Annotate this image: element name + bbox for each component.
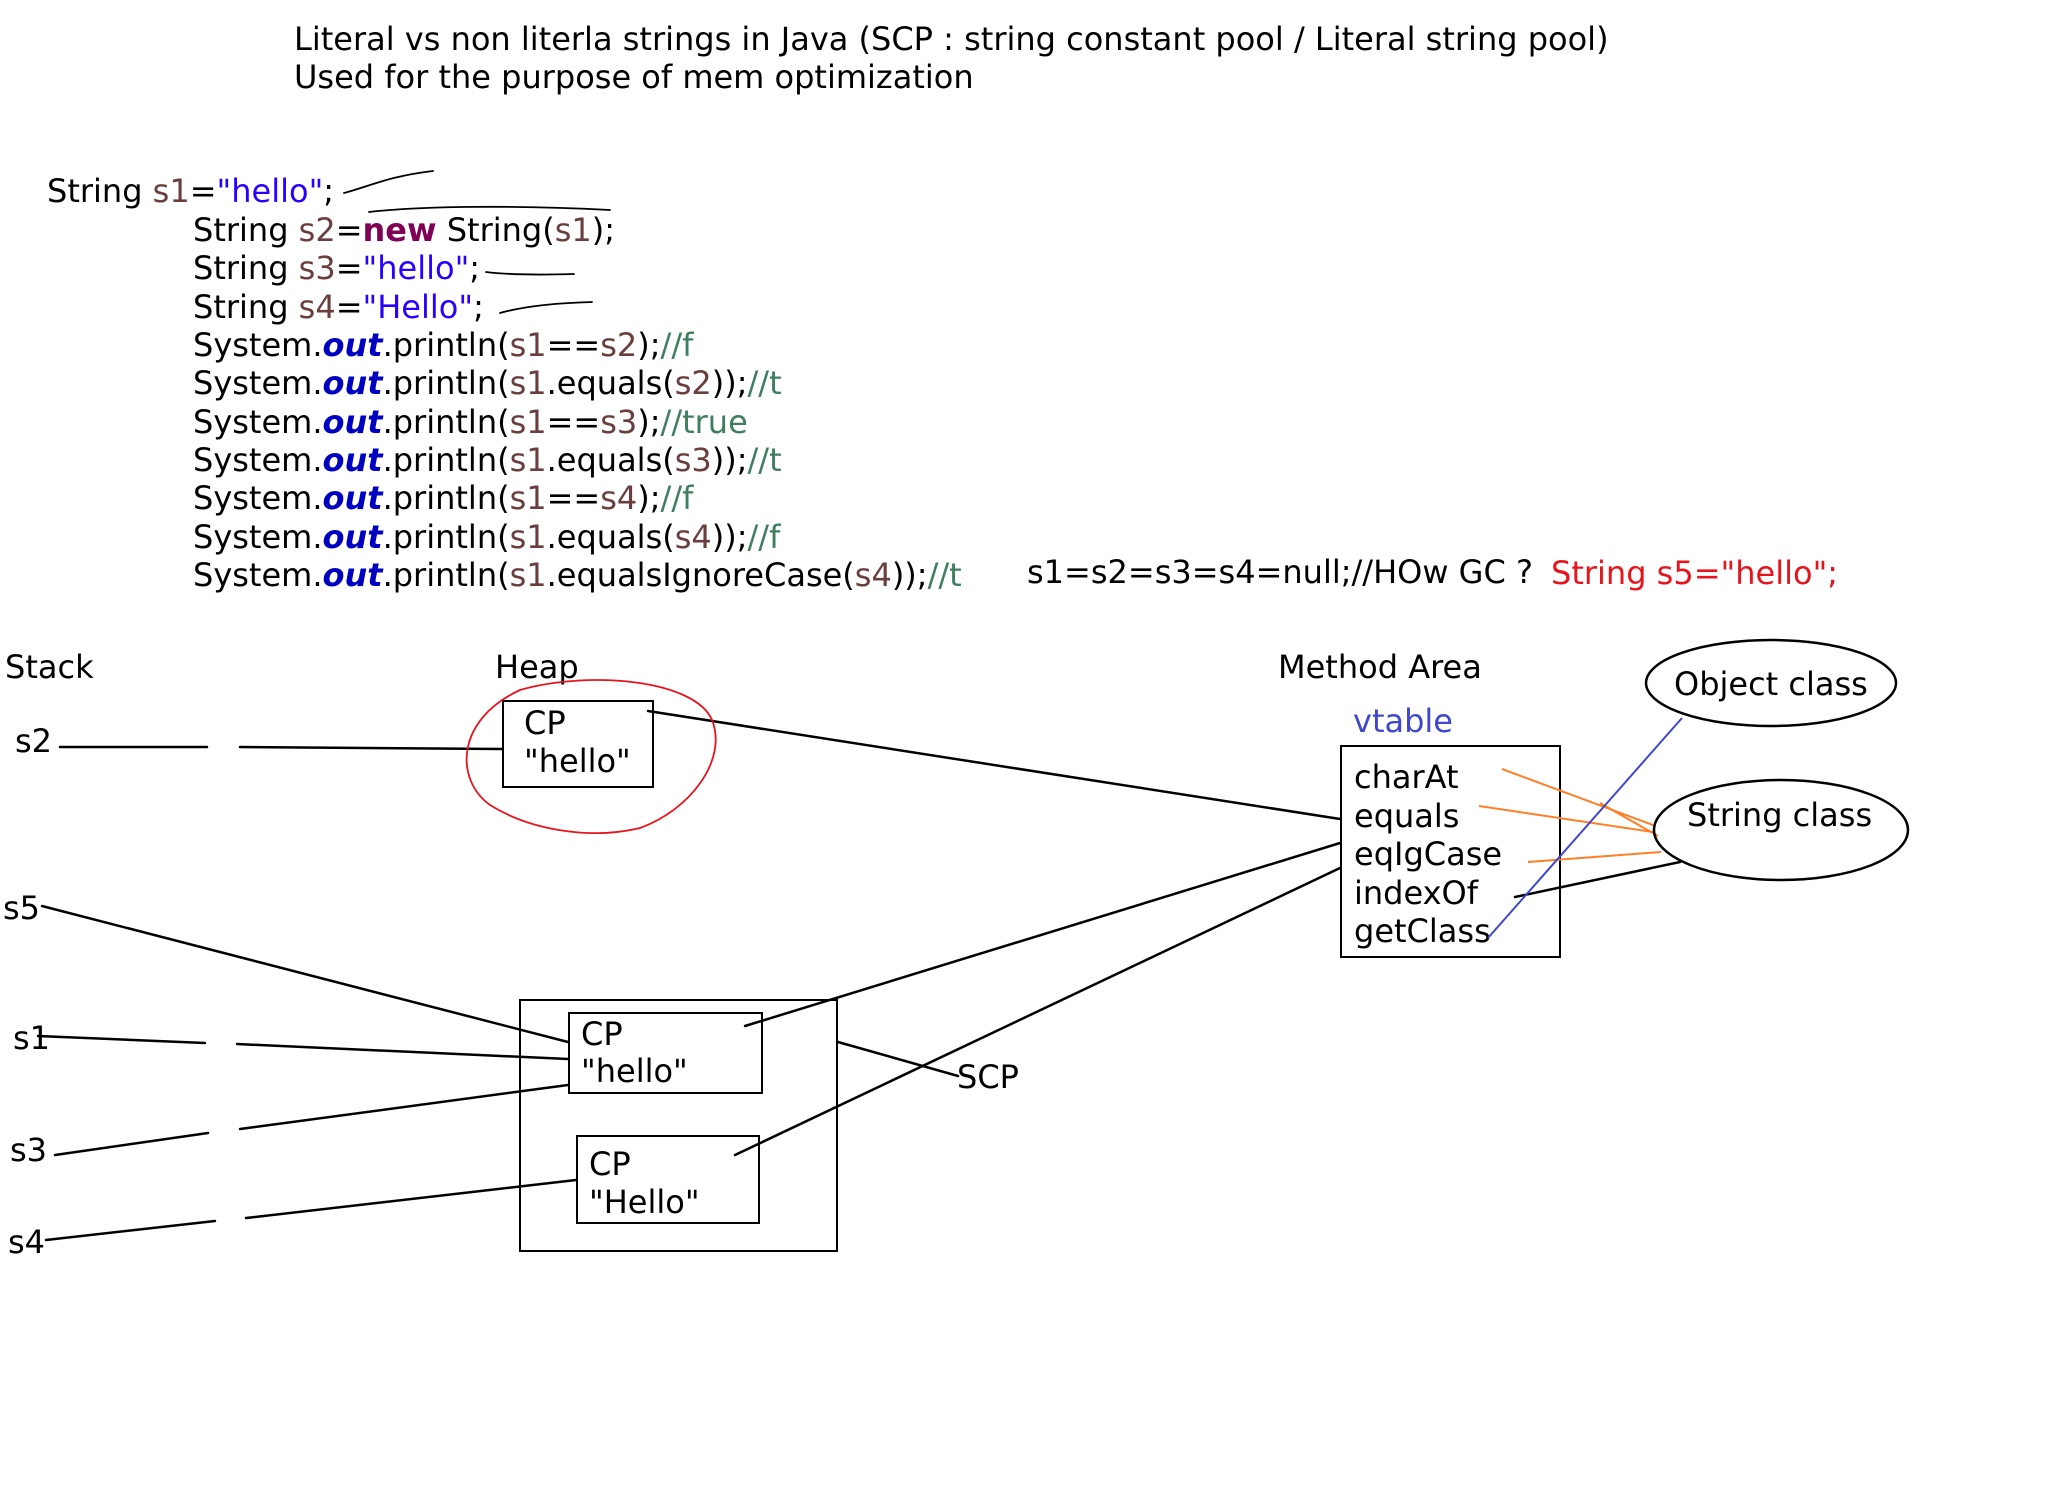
code-line-s3: String s3="hello"; [193, 249, 481, 287]
ref-s3-b [238, 1083, 570, 1131]
ref-s4-b [244, 1178, 578, 1220]
stack-var-s2: s2 [15, 722, 53, 760]
code-println-4: System.out.println(s1.equals(s3));//t [193, 441, 782, 479]
vtable-item-equals: equals [1354, 796, 1460, 835]
link-scp-Hello-vtable [733, 866, 1342, 1157]
code-line-s2: String s2=new String(s1); [193, 211, 616, 249]
link-scp-hello-vtable [743, 841, 1342, 1028]
scp-pointer [836, 1040, 960, 1078]
object-class-label: Object class [1674, 665, 1868, 703]
code-println-5: System.out.println(s1==s4);//f [193, 479, 694, 517]
orange-link-equals [1478, 805, 1654, 833]
orange-link-eqIgCase [1527, 851, 1662, 863]
scp-hello-object [568, 1012, 763, 1094]
heap-object-circle [465, 679, 717, 834]
link-indexOf-stringclass [1513, 860, 1682, 899]
orange-link-equals-2 [1599, 802, 1659, 837]
vtable-item-getClass: getClass [1354, 912, 1491, 950]
ref-s3-a [53, 1131, 210, 1157]
s5-note: String s5="hello"; [1551, 554, 1839, 592]
code-println-1: System.out.println(s1==s2);//f [193, 326, 694, 364]
code-println-3: System.out.println(s1==s3);//true [193, 403, 748, 441]
squiggle-s3 [485, 271, 575, 276]
ref-s1-b [235, 1042, 570, 1061]
scp-pool-box [519, 999, 838, 1252]
squiggle-s2 [368, 205, 611, 213]
heap-hello-line2: "hello" [524, 742, 631, 780]
heap-hello-line1: CP [524, 704, 566, 742]
ref-s2-b [238, 745, 504, 751]
scp-Hello-line2: "Hello" [589, 1183, 700, 1221]
heap-hello-object [502, 700, 654, 788]
code-println-7: System.out.println(s1.equalsIgnoreCase(s… [193, 556, 962, 594]
stack-label: Stack [5, 648, 94, 686]
scp-label: SCP [957, 1058, 1019, 1096]
code-line-s1: String s1="hello"; [47, 172, 335, 210]
stack-var-s5: s5 [3, 889, 41, 927]
squiggle-s1 [343, 170, 434, 194]
stack-var-s4: s4 [8, 1223, 46, 1261]
title-line-2: Used for the purpose of mem optimization [294, 58, 974, 96]
vtable-item-indexOf: indexOf [1354, 873, 1478, 912]
ref-s4-a [44, 1219, 217, 1242]
ref-s5 [40, 904, 570, 1044]
scp-Hello-line1: CP [589, 1145, 631, 1183]
vtable-item-eqIgCase: eqIgCase [1354, 835, 1503, 873]
code-println-2: System.out.println(s1.equals(s2));//t [193, 364, 782, 402]
method-area-label: Method Area [1278, 648, 1482, 686]
vtable-item-charAt: charAt [1354, 758, 1459, 796]
vtable-label: vtable [1353, 702, 1453, 740]
heap-label: Heap [495, 648, 579, 686]
ref-s1-a [36, 1034, 207, 1045]
string-class-ellipse [1652, 778, 1910, 882]
string-class-label: String class [1687, 796, 1873, 834]
vtable-box [1340, 745, 1561, 958]
code-println-6: System.out.println(s1.equals(s4));//f [193, 518, 781, 556]
title-line-1: Literal vs non literla strings in Java (… [294, 20, 1609, 58]
blue-link-getClass-object [1487, 717, 1683, 939]
stack-var-s1: s1 [13, 1019, 51, 1057]
scp-hello-line1: CP [581, 1015, 623, 1053]
gc-note: s1=s2=s3=s4=null;//HOw GC ? [1027, 553, 1533, 591]
vtable-method-list: charAt equals eqIgCase indexOf getClass [1354, 758, 1502, 951]
stack-var-s3: s3 [10, 1131, 48, 1169]
code-line-s4: String s4="Hello"; [193, 288, 484, 326]
object-class-ellipse [1644, 638, 1898, 728]
squiggle-s4 [499, 301, 593, 314]
scp-hello-line2: "hello" [581, 1052, 688, 1090]
orange-link-charAt [1501, 768, 1654, 826]
link-heap-vtable [646, 709, 1342, 821]
